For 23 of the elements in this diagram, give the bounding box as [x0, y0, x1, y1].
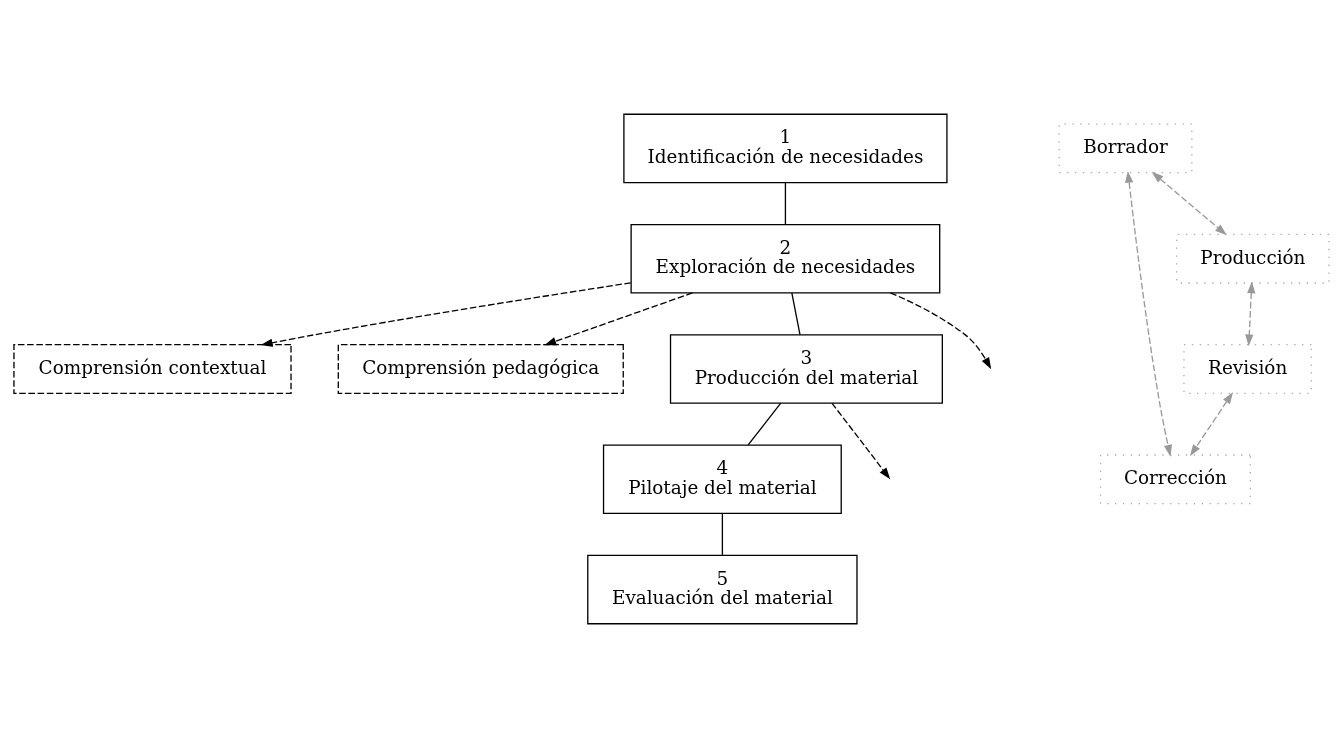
arrow	[889, 291, 992, 369]
node-box: Borrador	[1058, 122, 1193, 173]
arrow	[544, 291, 693, 345]
arrow	[1125, 170, 1172, 457]
node-box: 2 Exploración de necesidades	[630, 223, 941, 293]
node-box: 3 Producción del material	[669, 333, 943, 404]
node-box: Corrección	[1099, 453, 1251, 504]
arrow	[260, 281, 632, 347]
node-box: 4 Pilotaje del material	[602, 444, 842, 514]
node-box: 1 Identificación de necesidades	[623, 113, 948, 183]
node-box: Comprensión pedagógica	[337, 343, 624, 394]
arrow	[1151, 171, 1227, 235]
node-box: 5 Evaluación del material	[587, 554, 858, 624]
connector	[791, 291, 801, 335]
connector	[784, 181, 787, 225]
arrow	[1245, 280, 1256, 346]
node-box: Comprensión contextual	[13, 343, 292, 394]
connector	[721, 512, 724, 556]
arrow	[831, 402, 891, 479]
node-box: Revisión	[1183, 343, 1312, 394]
node-box: Producción	[1176, 233, 1330, 284]
arrow	[1189, 391, 1234, 456]
connector	[747, 402, 782, 446]
